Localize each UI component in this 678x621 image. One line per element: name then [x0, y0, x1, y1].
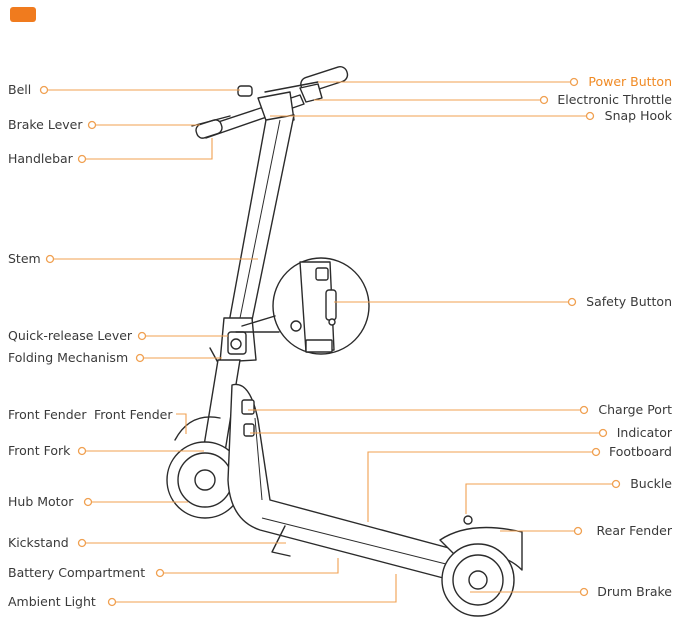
label-indicator: Indicator: [617, 425, 673, 440]
callout-power-button: Power Button: [318, 74, 672, 89]
callout-front-fender: Front Fender Front Fender: [8, 407, 187, 434]
callout-rear-fender: Rear Fender: [500, 523, 673, 538]
callout-folding-mechanism: Folding Mechanism: [8, 350, 222, 365]
callout-kickstand: Kickstand: [8, 535, 286, 550]
callout-indicator: Indicator: [250, 425, 673, 440]
callout-buckle: Buckle: [465, 476, 672, 514]
label-snap-hook: Snap Hook: [605, 108, 673, 123]
label-front-fender: Front Fender: [8, 407, 87, 422]
scooter-illustration: [166, 66, 523, 617]
label-kickstand: Kickstand: [8, 535, 69, 550]
label-quick-release-lever: Quick-release Lever: [8, 328, 133, 343]
callout-battery-compartment: Battery Compartment: [8, 558, 339, 580]
label-power-button: Power Button: [588, 74, 672, 89]
callout-electronic-throttle: Electronic Throttle: [314, 92, 672, 107]
label-bell: Bell: [8, 82, 31, 97]
callout-safety-button: Safety Button: [334, 294, 672, 309]
callout-handlebar: Handlebar: [8, 138, 213, 166]
callout-front-fork: Front Fork: [8, 443, 204, 458]
label-rear-fender: Rear Fender: [597, 523, 673, 538]
label-electronic-throttle: Electronic Throttle: [557, 92, 672, 107]
callout-stem: Stem: [8, 251, 258, 266]
label-drum-brake: Drum Brake: [597, 584, 672, 599]
callout-brake-lever: Brake Lever: [8, 117, 200, 132]
label-handlebar: Handlebar: [8, 151, 74, 166]
label-front-fender-overlap: Front Fender: [94, 407, 173, 422]
label-charge-port: Charge Port: [598, 402, 672, 417]
label-brake-lever: Brake Lever: [8, 117, 83, 132]
callout-quick-release-lever: Quick-release Lever: [8, 328, 228, 343]
callout-drum-brake: Drum Brake: [470, 584, 672, 599]
label-ambient-light: Ambient Light: [8, 594, 96, 609]
callout-bell: Bell: [8, 82, 240, 97]
callout-footboard: Footboard: [367, 444, 672, 522]
callout-hub-motor: Hub Motor: [8, 494, 188, 509]
callout-snap-hook: Snap Hook: [270, 108, 673, 123]
label-buckle: Buckle: [630, 476, 672, 491]
label-stem: Stem: [8, 251, 41, 266]
callout-ambient-light: Ambient Light: [8, 574, 397, 609]
header-badge: [10, 7, 36, 22]
label-front-fork: Front Fork: [8, 443, 71, 458]
callout-charge-port: Charge Port: [248, 402, 672, 417]
label-folding-mechanism: Folding Mechanism: [8, 350, 128, 365]
label-hub-motor: Hub Motor: [8, 494, 74, 509]
label-safety-button: Safety Button: [586, 294, 672, 309]
label-battery-compartment: Battery Compartment: [8, 565, 145, 580]
label-footboard: Footboard: [609, 444, 672, 459]
